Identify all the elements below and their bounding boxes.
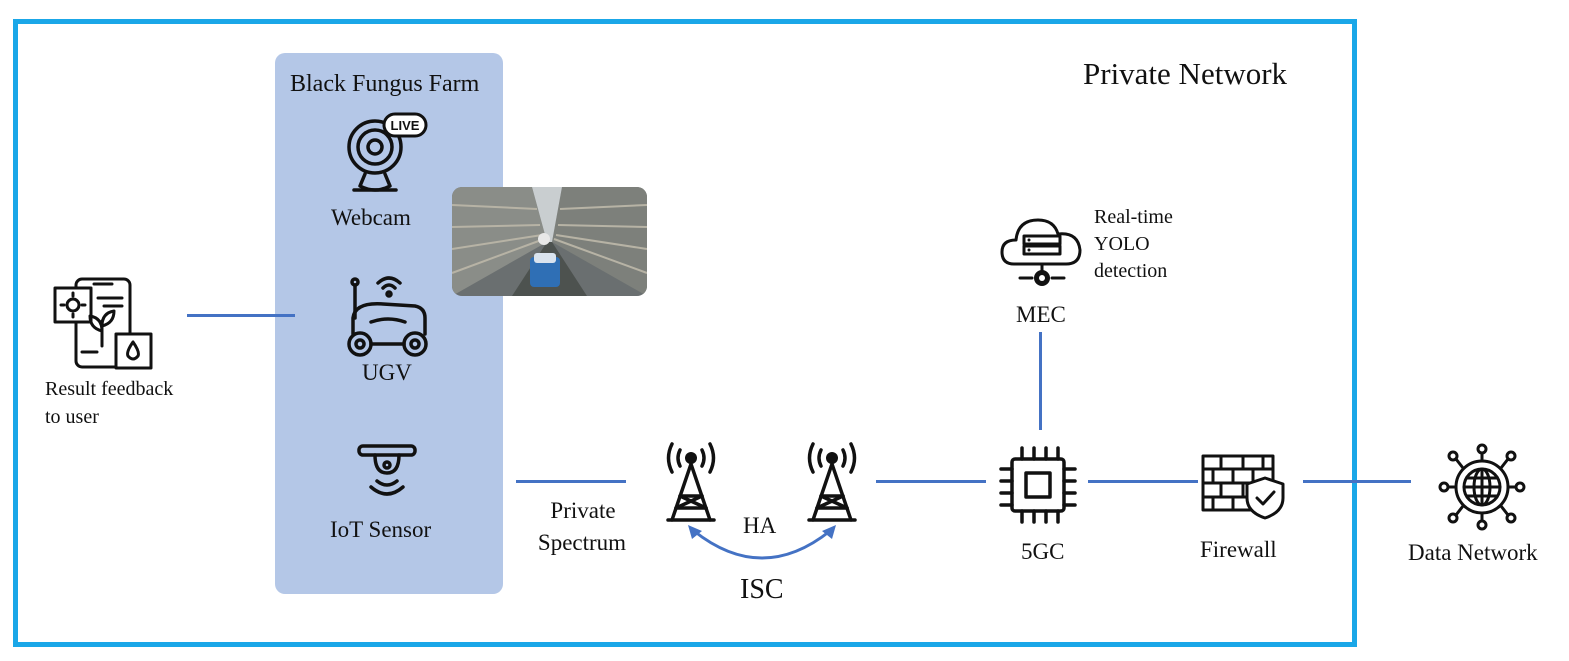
core-firewall-connector <box>1088 480 1198 483</box>
mec-note-line3: detection <box>1094 260 1168 282</box>
spectrum-label-line2: Spectrum <box>537 530 627 555</box>
farm-title: Black Fungus Farm <box>290 71 480 97</box>
ugv-robot-icon <box>347 276 428 357</box>
farm-spectrum-connector <box>516 480 626 483</box>
webcam-label: Webcam <box>331 205 411 230</box>
user-feedback-label-line2: to user <box>45 406 99 428</box>
core-label: 5GC <box>1021 539 1065 564</box>
iot-sensor-icon <box>357 444 417 496</box>
farm-photo <box>452 187 647 296</box>
radio-tower-icon <box>807 442 857 522</box>
ugv-label: UGV <box>362 360 412 385</box>
webcam-icon: LIVE <box>347 112 428 192</box>
live-badge: LIVE <box>391 118 420 133</box>
mec-note-line2: YOLO <box>1094 233 1150 255</box>
mec-core-connector <box>1039 332 1042 430</box>
isc-label: ISC <box>740 574 784 605</box>
data-network-label: Data Network <box>1408 540 1538 565</box>
private-network-boundary <box>13 19 1357 647</box>
firewall-label: Firewall <box>1200 537 1277 562</box>
user-farm-connector <box>187 314 295 317</box>
mec-label: MEC <box>1016 302 1066 327</box>
spectrum-label-line1: Private <box>550 498 616 523</box>
cloud-server-icon <box>1000 218 1082 286</box>
mec-note-line1: Real-time <box>1094 206 1173 228</box>
black-fungus-farm-panel <box>275 53 503 594</box>
smartphone-plant-icon <box>53 277 153 370</box>
private-network-title: Private Network <box>1083 56 1288 91</box>
radio-tower-icon <box>666 442 716 522</box>
firewall-icon <box>1201 454 1285 520</box>
user-feedback-label-line1: Result feedback <box>45 378 174 400</box>
globe-network-icon <box>1438 443 1526 531</box>
firewall-datanetwork-connector <box>1303 480 1411 483</box>
iot-sensor-label: IoT Sensor <box>330 517 432 542</box>
ha-double-arrow <box>688 525 836 560</box>
chip-icon <box>999 446 1077 524</box>
tower-core-connector <box>876 480 986 483</box>
ha-label: HA <box>743 513 777 538</box>
